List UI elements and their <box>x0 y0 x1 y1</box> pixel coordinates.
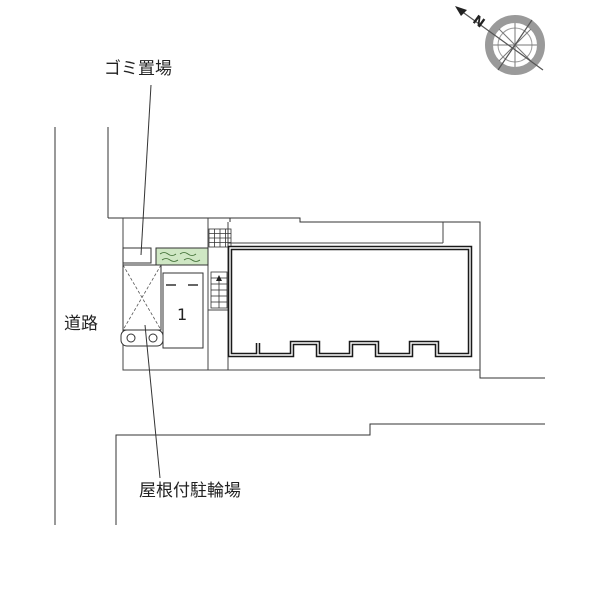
bicycle-parking-label: 屋根付駐輪場 <box>139 481 241 501</box>
bicycle-wheel-icon <box>148 333 158 343</box>
road-label: 道路 <box>64 314 98 334</box>
parking-space-number: 1 <box>177 305 187 324</box>
bicycle-parking-area <box>120 264 164 347</box>
road-boundary <box>54 127 545 525</box>
leader-lines <box>140 84 161 479</box>
entrance-grid <box>208 228 232 248</box>
planting-strip <box>155 247 209 266</box>
parking-space-1: 1 <box>162 272 204 349</box>
stairs <box>210 271 228 309</box>
garbage-label: ゴミ置場 <box>104 59 172 79</box>
bicycle-wheel-icon <box>126 333 136 343</box>
building <box>227 245 473 358</box>
compass-icon: N <box>455 6 545 75</box>
neighbor-boundary <box>123 217 545 379</box>
garbage-area <box>122 247 152 264</box>
north-label: N <box>469 13 487 32</box>
